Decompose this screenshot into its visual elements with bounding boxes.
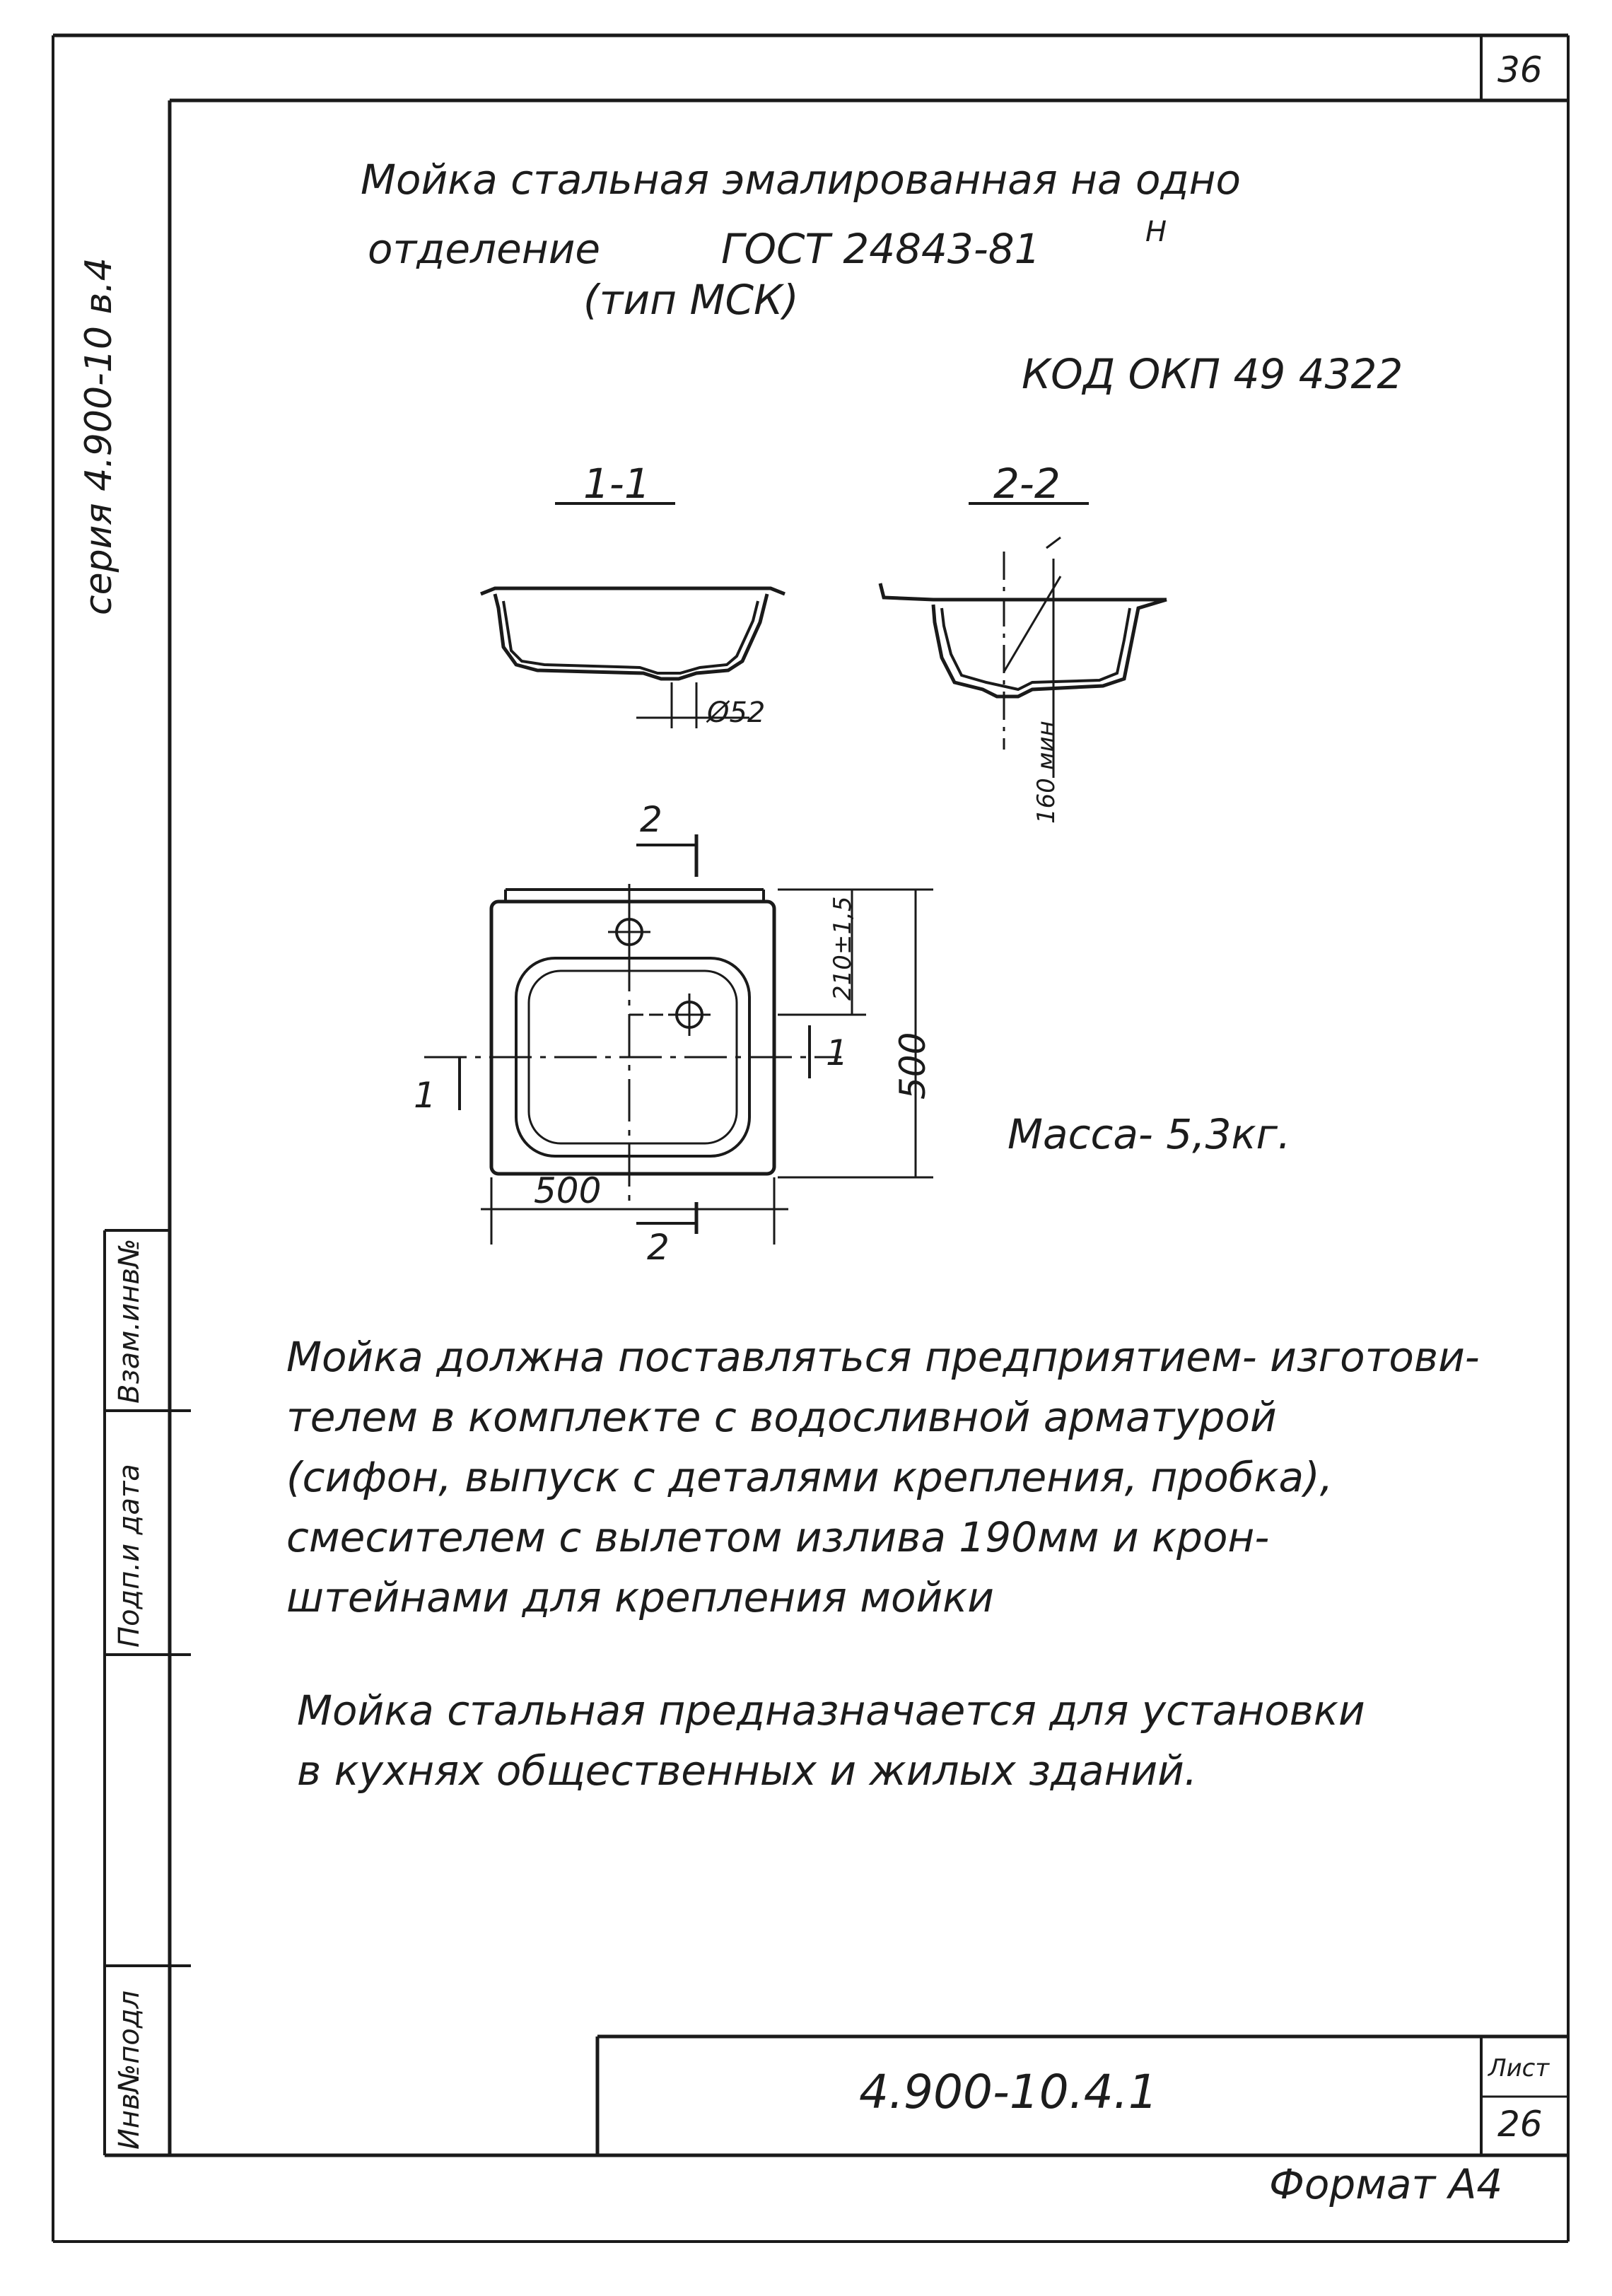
title-line2a: отделение — [368, 225, 601, 273]
height-160-dimension: 160 мин — [1032, 721, 1061, 824]
paragraph-1-line: штейнами для крепления мойки — [286, 1573, 994, 1621]
section-2-2-label: 2-2 — [993, 460, 1061, 508]
title-line2b: ГОСТ 24843-81 — [721, 225, 1041, 273]
paragraph-2-line: Мойка стальная предназначается для устан… — [297, 1686, 1365, 1735]
format-label: Формат А4 — [1269, 2160, 1503, 2208]
mass-label: Масса- 5,3кг. — [1008, 1110, 1291, 1158]
stamp-podp-data: Подп.и дата — [113, 1464, 146, 1648]
width-500-dimension: 500 — [534, 1170, 602, 1211]
paragraph-1-line: (сифон, выпуск с деталями крепления, про… — [286, 1453, 1333, 1501]
stamp-inv-podl: Инв№подл — [113, 1990, 146, 2150]
sheet-number-top: 36 — [1497, 49, 1543, 91]
section-2-2-drawing — [878, 502, 1167, 778]
cut-label-right-1: 1 — [826, 1032, 848, 1073]
section-1-1-label: 1-1 — [583, 460, 650, 508]
paragraph-1-line: Мойка должна поставляться предприятием- … — [286, 1333, 1480, 1381]
okp-code: КОД ОКП 49 4322 — [1022, 350, 1403, 398]
paragraph-2-line: в кухнях общественных и жилых зданий. — [297, 1747, 1198, 1795]
stamp-vzam-inv: Взам.инв№ — [113, 1238, 146, 1404]
section-1-1-drawing — [480, 502, 785, 728]
series-label: серия 4.900-10 в.4 — [78, 257, 120, 615]
height-500-dimension: 500 — [892, 1032, 933, 1100]
paragraph-1-line: телем в комплекте с водосливной арматуро… — [286, 1393, 1277, 1441]
sheet-frame — [52, 33, 1570, 2243]
offset-210-dimension: 210±1,5 — [829, 896, 857, 1001]
sheet-label: Лист — [1488, 2054, 1550, 2082]
title-line1: Мойка стальная эмалированная на одно — [361, 156, 1242, 204]
paragraph-1-line: смесителем с вылетом излива 190мм и крон… — [286, 1513, 1270, 1561]
outlet-dimension: Ø52 — [707, 697, 766, 729]
title-line3: (тип МСК) — [583, 276, 799, 324]
cut-label-top-2: 2 — [640, 799, 662, 840]
cut-label-left-1: 1 — [414, 1075, 436, 1116]
sheet-value: 26 — [1497, 2104, 1543, 2145]
plan-view-drawing — [424, 834, 933, 1245]
title-line2-mark: Н — [1145, 216, 1167, 248]
cut-label-bottom-2: 2 — [647, 1227, 670, 1268]
doc-code: 4.900-10.4.1 — [859, 2065, 1158, 2119]
